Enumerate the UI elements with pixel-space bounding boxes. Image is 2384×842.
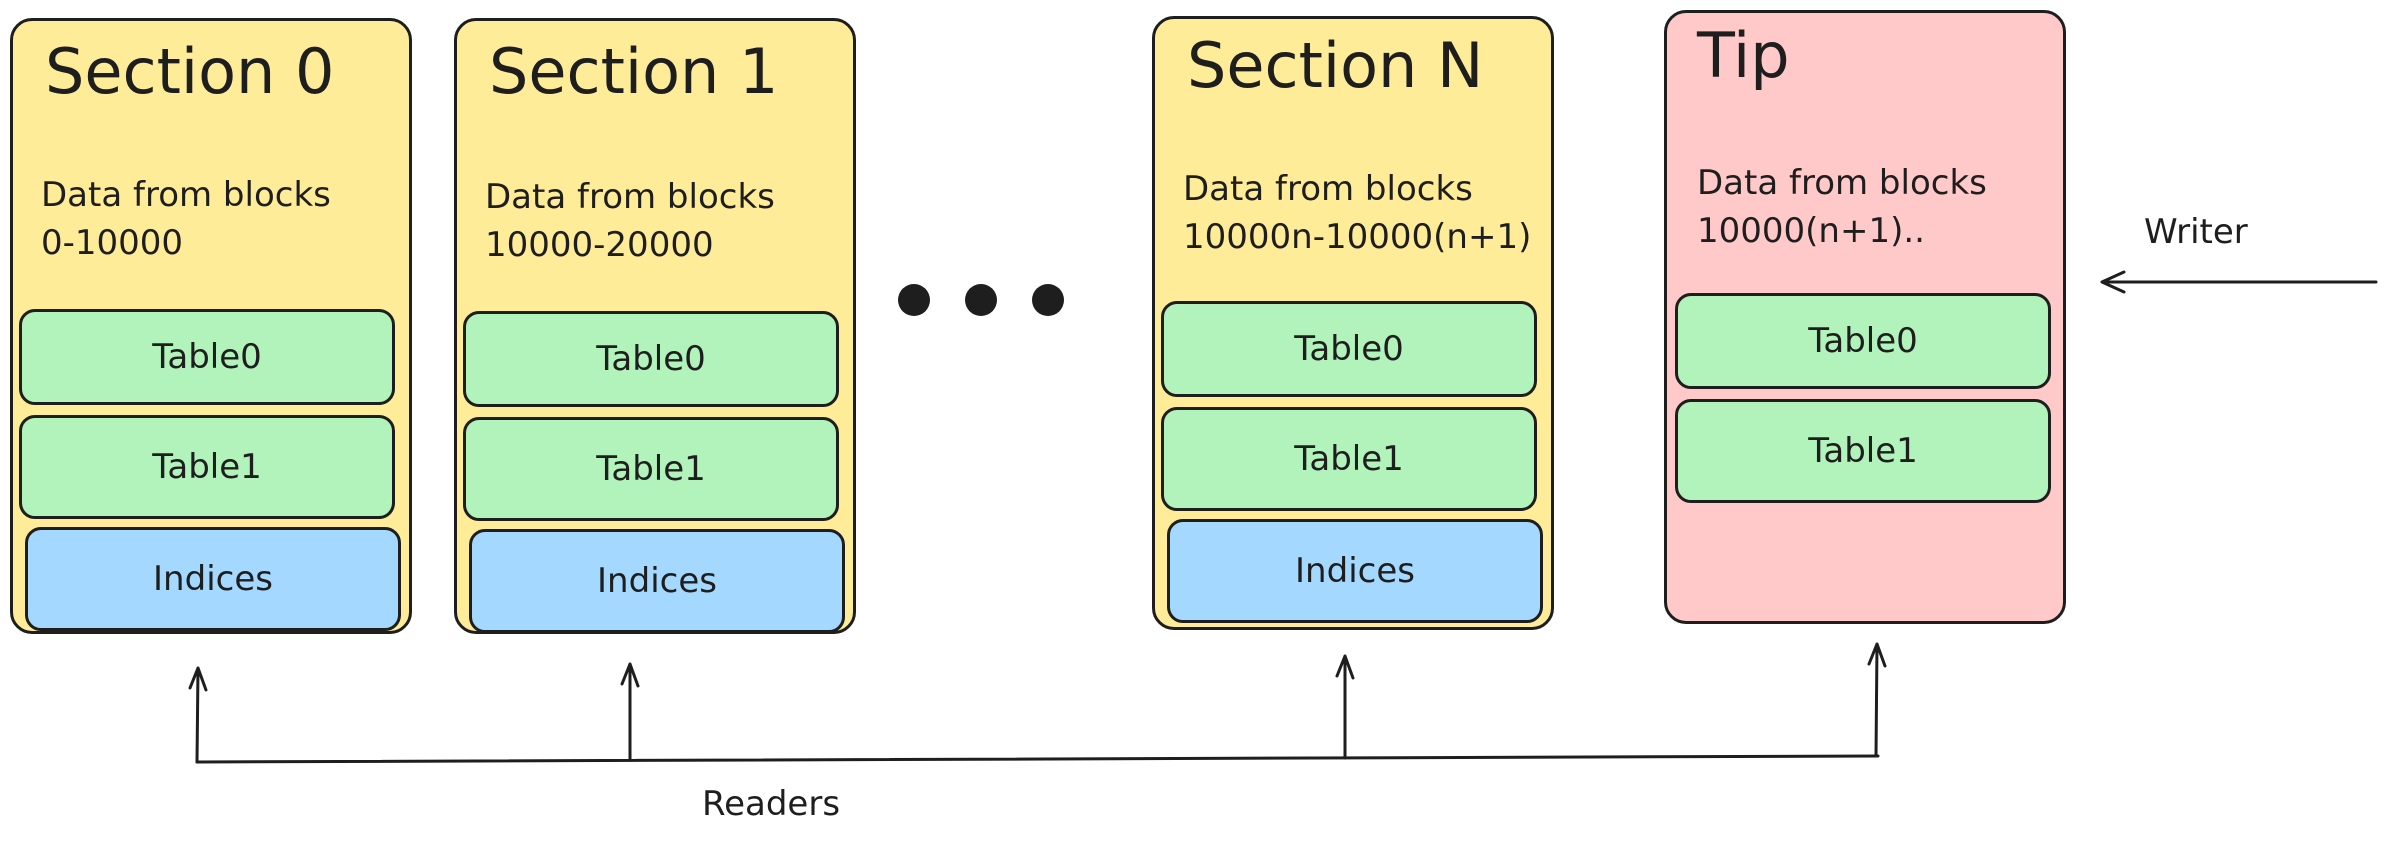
section-desc-line1: Data from blocks (1183, 169, 1473, 209)
section-desc-line2: 10000n-10000(n+1) (1183, 217, 1532, 257)
section-desc-line1: Data from blocks (485, 177, 775, 217)
readers-bus-line (195, 754, 1880, 764)
section-desc-line1: Data from blocks (1697, 163, 1987, 203)
dot (1032, 284, 1064, 316)
reader-arrow-section-n (1335, 654, 1355, 760)
indices-block: Indices (469, 529, 845, 633)
table0-block: Table0 (463, 311, 839, 407)
reader-arrow-tip (1867, 642, 1887, 758)
dot (965, 284, 997, 316)
section-desc-line2: 0-10000 (41, 223, 184, 263)
indices-block: Indices (25, 527, 401, 631)
section-title: Section 1 (489, 35, 779, 108)
section-tip: Tip Data from blocks 10000(n+1).. Table0… (1664, 10, 2066, 624)
table1-block: Table1 (1161, 407, 1537, 511)
section-title: Section 0 (45, 35, 335, 108)
table1-block: Table1 (463, 417, 839, 521)
table1-block: Table1 (19, 415, 395, 519)
ellipsis-dots (898, 284, 1064, 316)
reader-arrow-section-1 (620, 662, 640, 762)
section-0: Section 0 Data from blocks 0-10000 Table… (10, 18, 412, 634)
writer-arrow (2100, 270, 2378, 294)
reader-arrow-section-0 (188, 666, 208, 764)
section-desc-line2: 10000-20000 (485, 225, 714, 265)
readers-label: Readers (702, 784, 841, 824)
section-desc-line2: 10000(n+1).. (1697, 211, 1925, 251)
section-title: Section N (1187, 29, 1484, 102)
table0-block: Table0 (1161, 301, 1537, 397)
section-n: Section N Data from blocks 10000n-10000(… (1152, 16, 1554, 630)
section-title: Tip (1697, 19, 1790, 92)
table0-block: Table0 (19, 309, 395, 405)
section-1: Section 1 Data from blocks 10000-20000 T… (454, 18, 856, 634)
writer-label: Writer (2144, 212, 2248, 252)
dot (898, 284, 930, 316)
section-desc-line1: Data from blocks (41, 175, 331, 215)
table1-block: Table1 (1675, 399, 2051, 503)
indices-block: Indices (1167, 519, 1543, 623)
table0-block: Table0 (1675, 293, 2051, 389)
